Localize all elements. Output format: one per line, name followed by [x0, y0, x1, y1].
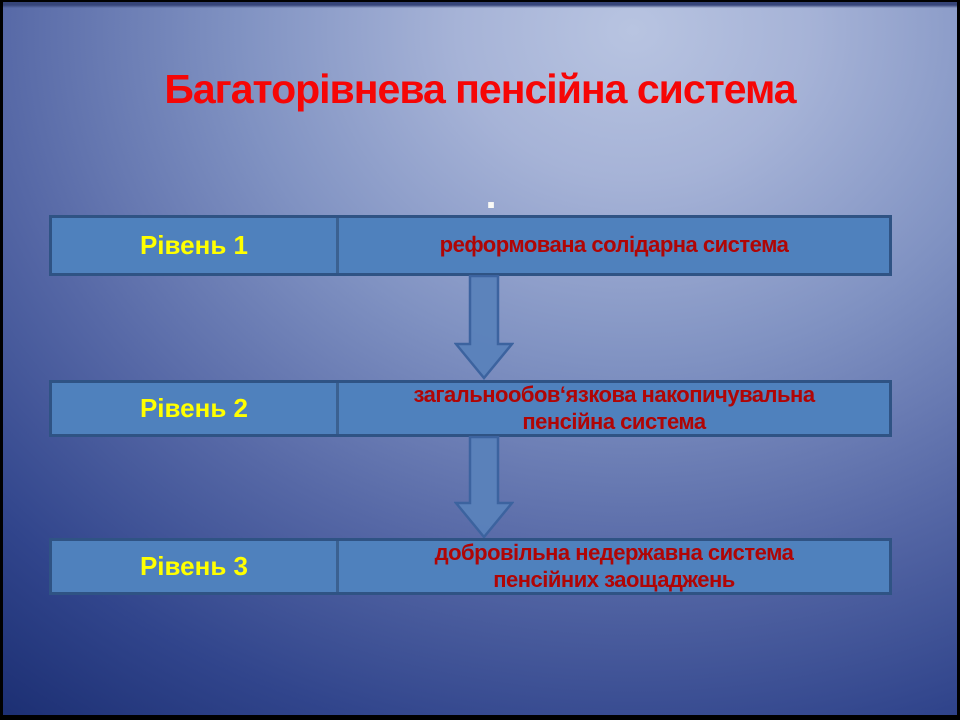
level-1-label: Рівень 1	[52, 218, 339, 273]
level-1-description: реформована солідарна система	[339, 218, 889, 273]
description-line: загальнообов‘язкова накопичувальна	[413, 381, 815, 407]
level-row-3: Рівень 3 добровільна недержавна система …	[49, 538, 892, 595]
level-2-description: загальнообов‘язкова накопичувальна пенсі…	[339, 381, 889, 434]
description-line: пенсійна система	[522, 408, 706, 434]
level-2-label: Рівень 2	[52, 383, 339, 434]
level-row-1: Рівень 1 реформована солідарна система	[49, 215, 892, 276]
slide-background: Багаторівнева пенсійна система . Рівень …	[3, 2, 957, 715]
description-line: реформована солідарна система	[439, 232, 789, 258]
level-row-2: Рівень 2 загальнообов‘язкова накопичувал…	[49, 380, 892, 437]
level-3-description: добровільна недержавна система пенсійних…	[339, 539, 889, 592]
slide-title: Багаторівнева пенсійна система	[164, 66, 796, 112]
description-line: добровільна недержавна система	[434, 539, 794, 565]
down-arrow-2	[454, 436, 514, 539]
description-line: пенсійних заощаджень	[493, 566, 735, 592]
down-arrow-1	[454, 275, 514, 380]
bullet-dot: .	[485, 173, 497, 217]
level-3-label: Рівень 3	[52, 541, 339, 592]
